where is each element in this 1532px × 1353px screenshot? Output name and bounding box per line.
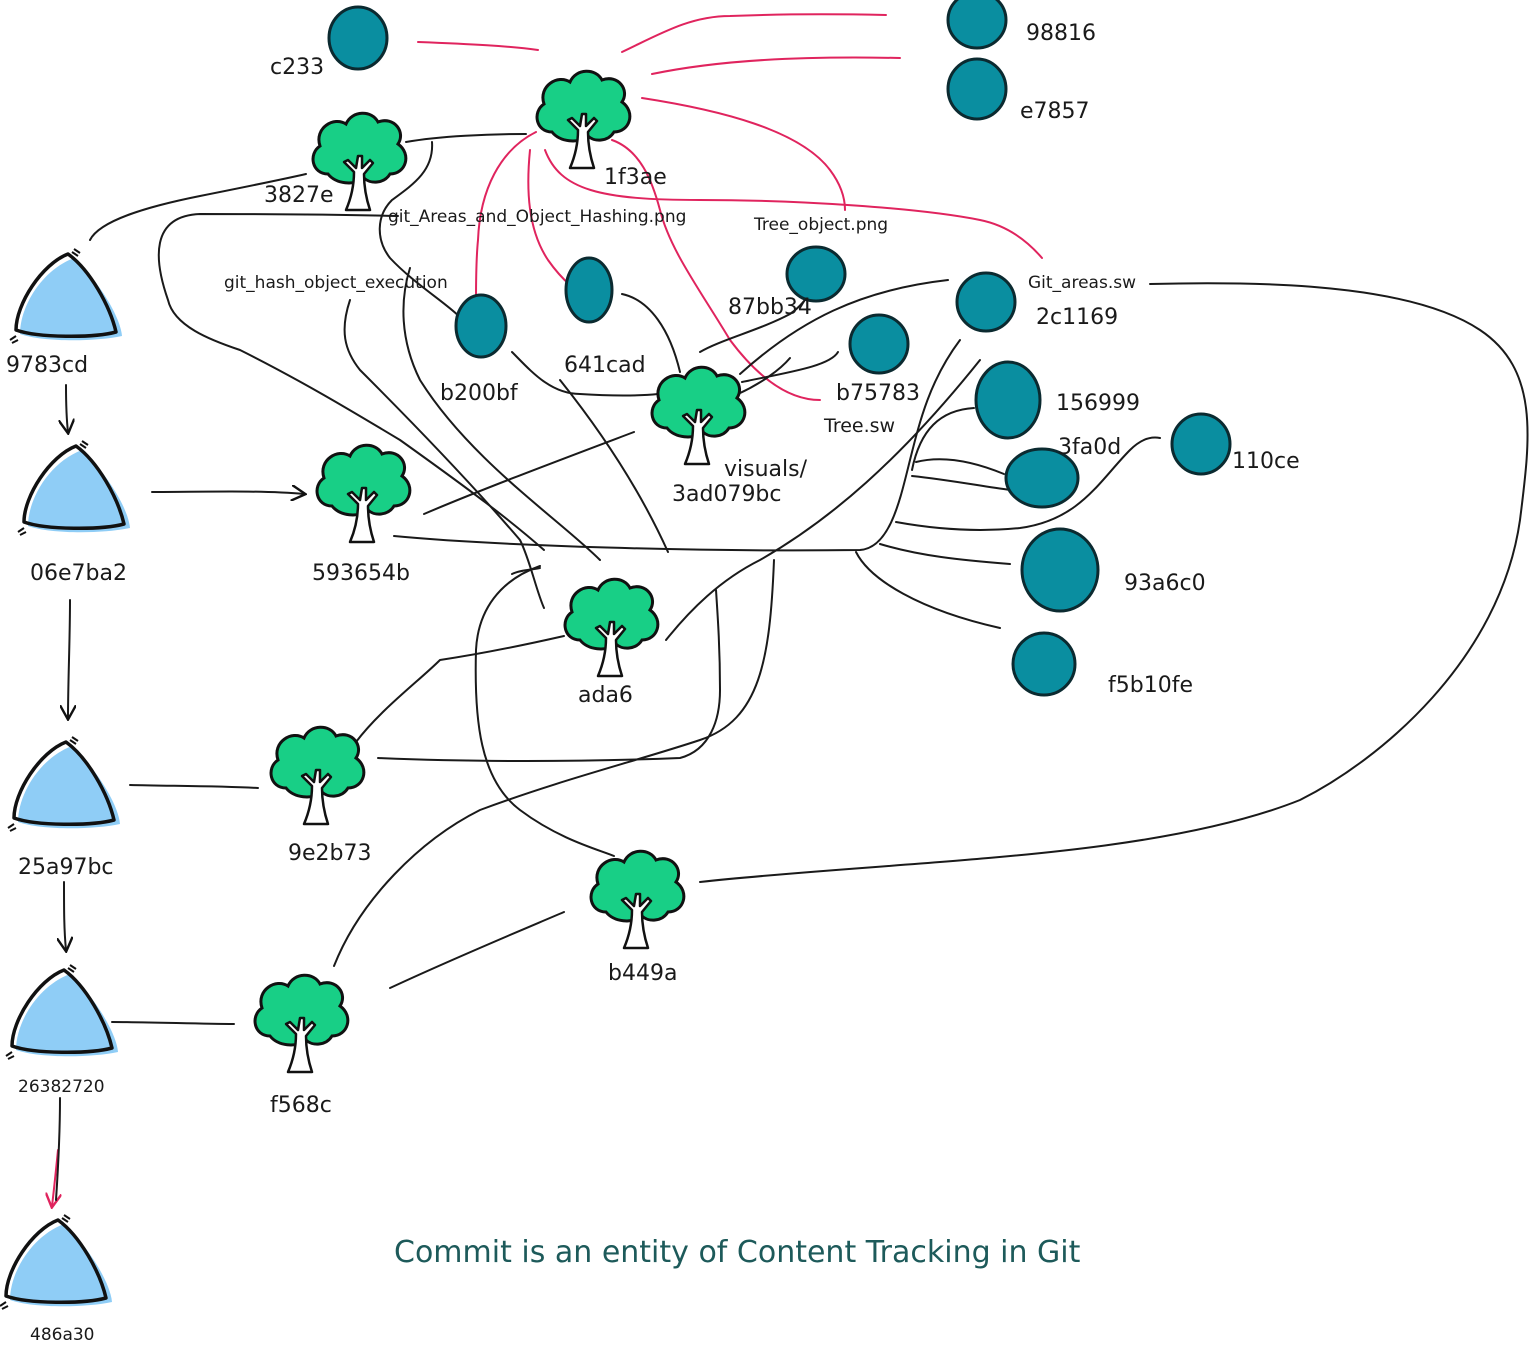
commit-9783cd — [8, 247, 124, 345]
filename-label: Tree.sw — [823, 415, 895, 437]
tree-label-line: visuals/ — [724, 457, 808, 482]
node-labels: 9783cd 06e7ba2 25a97bc 26382720 486a30 1… — [6, 21, 1300, 1345]
tree-label: b449a — [608, 961, 677, 986]
commit-label: 9783cd — [6, 353, 88, 378]
blob-label: e7857 — [1020, 99, 1090, 124]
blob-label: f5b10fe — [1108, 673, 1193, 698]
tree-ada6 — [563, 577, 660, 678]
blob-label: 3fa0d — [1058, 435, 1121, 460]
blob-label: 156999 — [1056, 391, 1140, 416]
tree-label-line: 3ad079bc — [672, 482, 782, 507]
tree-label: 9e2b73 — [288, 841, 372, 866]
commit-label: 486a30 — [30, 1325, 95, 1345]
blob-87bb34 — [785, 245, 847, 303]
red-links — [52, 13, 1043, 1206]
blob-label: 87bb34 — [728, 295, 812, 320]
tree-b449a — [589, 849, 686, 950]
blob-e7857 — [946, 57, 1008, 121]
commit-nodes — [0, 247, 132, 1311]
commit-25a97bc — [6, 735, 122, 833]
blob-641cad — [564, 256, 614, 324]
filename-label: Tree_object.png — [753, 215, 888, 235]
tree-f568c — [253, 973, 350, 1074]
tree-593654b — [315, 443, 412, 544]
blob-label: 98816 — [1026, 21, 1096, 46]
blob-b200bf — [454, 293, 508, 359]
filename-label: git_hash_object_execution — [224, 273, 448, 293]
blob-label: b200bf — [440, 381, 519, 406]
diagram-caption: Commit is an entity of Content Tracking … — [394, 1235, 1081, 1270]
blob-98816 — [946, 0, 1008, 50]
commit-label: 25a97bc — [18, 855, 114, 880]
commit-label: 06e7ba2 — [30, 561, 127, 586]
blob-c233 — [327, 5, 389, 71]
tree-label: 593654b — [312, 561, 410, 586]
blob-nodes — [327, 0, 1232, 697]
commit-486a30 — [0, 1213, 114, 1311]
blob-110ce — [1170, 412, 1232, 476]
blob-2c1169 — [955, 271, 1017, 333]
blob-b75783 — [848, 313, 910, 375]
blob-93a6c0 — [1020, 527, 1100, 613]
tree-1f3ae — [535, 69, 632, 170]
blob-3fa0d — [1004, 447, 1080, 509]
blob-label: 641cad — [564, 353, 646, 378]
filename-label: Git_areas.sw — [1028, 273, 1136, 293]
blob-label: 93a6c0 — [1124, 571, 1206, 596]
blob-label: c233 — [270, 55, 324, 80]
blob-label: b75783 — [836, 381, 920, 406]
filename-label: git_Areas_and_Object_Hashing.png — [388, 207, 686, 227]
tree-label: f568c — [270, 1093, 332, 1118]
tree-label: 3827e — [264, 183, 334, 208]
tree-visuals-3ad079bc — [650, 365, 747, 466]
tree-label: ada6 — [578, 683, 633, 708]
blob-156999 — [974, 360, 1042, 440]
blob-label: 110ce — [1232, 449, 1300, 474]
commit-label: 26382720 — [18, 1077, 105, 1097]
blob-label: 2c1169 — [1036, 305, 1118, 330]
commit-26382720 — [4, 963, 120, 1061]
blob-f5b10fe — [1011, 631, 1077, 697]
commit-06e7ba2 — [16, 439, 132, 537]
tree-9e2b73 — [269, 725, 366, 826]
tree-label: 1f3ae — [604, 165, 667, 190]
tree-label: visuals/3ad079bc — [672, 457, 808, 507]
